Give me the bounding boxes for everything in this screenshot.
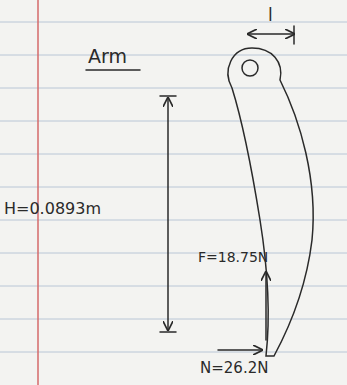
arm-outline xyxy=(228,48,313,356)
dimension-line-h xyxy=(167,98,169,330)
ruled-lines xyxy=(0,22,347,352)
force-arrow-f xyxy=(265,272,267,340)
force-label: F=18.75N xyxy=(198,250,268,265)
tick xyxy=(160,95,176,97)
underline xyxy=(86,69,140,71)
dimension-label: l xyxy=(268,6,273,25)
margin-line xyxy=(37,0,39,385)
tick xyxy=(160,331,176,333)
dimension-label: H=0.0893m xyxy=(4,200,101,218)
force-label: N=26.2N xyxy=(200,360,268,377)
dimension-line-l xyxy=(248,33,294,35)
tick xyxy=(293,26,295,44)
pivot-circle xyxy=(242,60,258,76)
force-arrow-n xyxy=(218,349,262,351)
part-name: Arm xyxy=(88,46,127,67)
